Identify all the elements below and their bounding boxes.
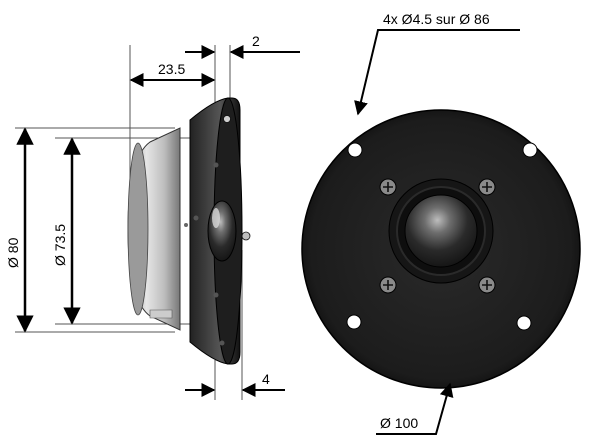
front-view [301,109,581,389]
terminal-tab [149,309,173,319]
mounting-hole-icon [347,142,363,158]
label-front-diameter: Ø 100 [380,415,418,431]
side-view [15,45,251,400]
screw-icon [213,292,219,298]
label-mounting-holes: 4x Ø4.5 sur Ø 86 [383,11,490,27]
label-flange-thickness: 2 [252,33,260,49]
tweeter-dome-icon [404,194,478,268]
leader-mounting-holes [354,29,520,116]
tweeter-dome-icon [207,200,237,262]
screw-icon [379,178,397,196]
label-outer-diameter: Ø 80 [5,237,21,268]
screw-icon [379,276,397,294]
screw-icon [184,223,188,227]
screw-icon [193,215,199,221]
screw-icon [478,276,496,294]
label-body-diameter: Ø 73.5 [52,224,68,266]
screw-icon [219,340,225,346]
label-faceplate-offset: 4 [262,371,270,387]
screw-icon [241,231,251,241]
mounting-hole-icon [522,142,538,158]
screw-icon [478,178,496,196]
label-depth: 23.5 [158,61,185,77]
mounting-hole-icon [346,314,362,330]
side-dome-highlight [212,208,220,228]
rear-can-rim [127,142,149,316]
screw-icon [213,162,219,168]
leader-front-diameter [376,382,454,435]
mounting-hole-icon [516,315,532,331]
screw-icon [223,115,231,123]
